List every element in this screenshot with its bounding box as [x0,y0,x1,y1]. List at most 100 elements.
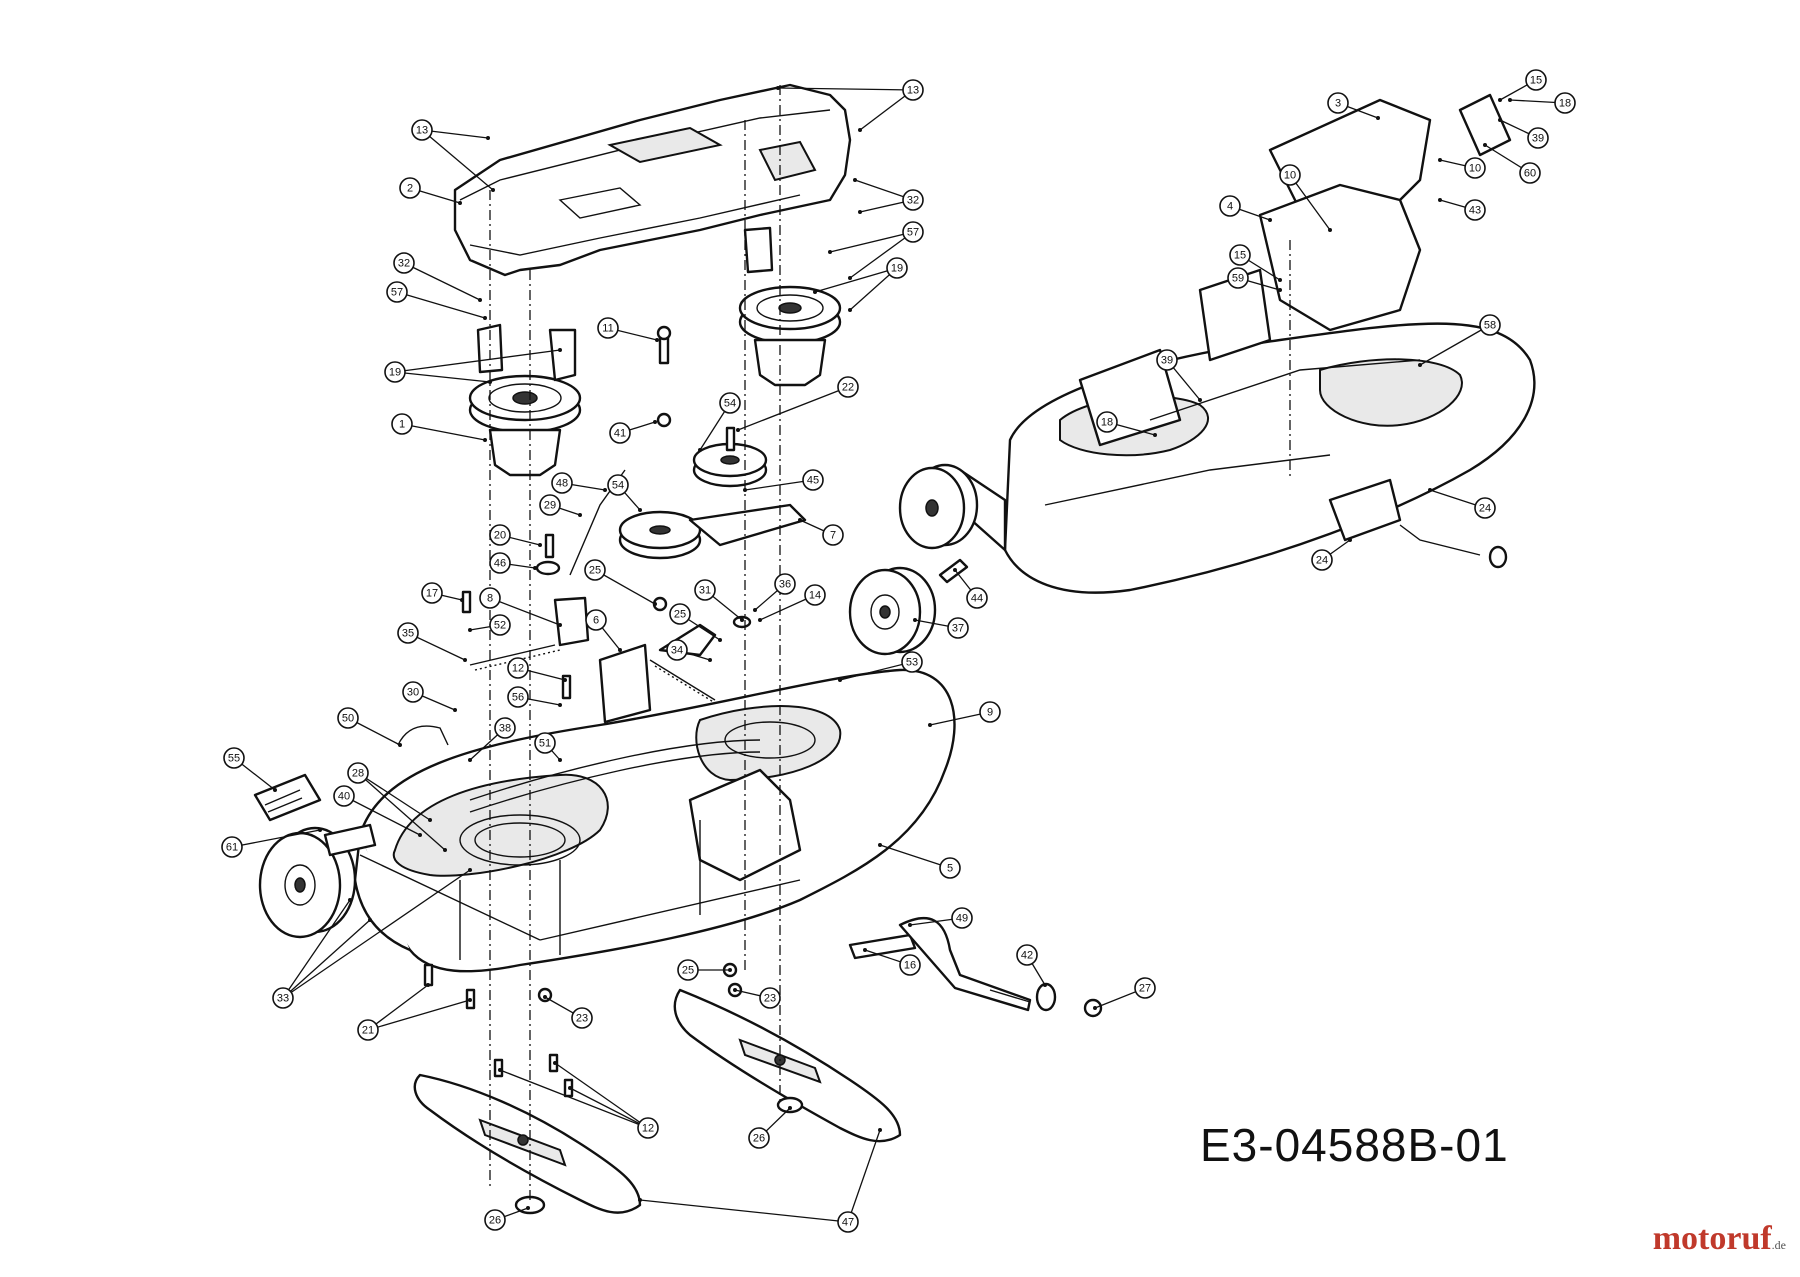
callout-number: 32 [907,195,919,207]
callout-circle [584,559,606,581]
callout-number: 37 [952,623,964,635]
callout-29-15: 29 [539,494,582,517]
watermark-logo: motoruf.de [1653,1220,1786,1258]
callout-arrow-tip [728,968,732,972]
callout-circle [484,1209,506,1231]
callout-number: 6 [593,615,599,627]
callout-number: 30 [407,687,419,699]
callout-arrow-tip [568,1086,572,1090]
callout-arrow-tip [618,648,622,652]
callout-arrow-tip [913,618,917,622]
callout-number: 39 [1161,355,1173,367]
callout-circle [1016,944,1038,966]
callout-circle [694,579,716,601]
callout-leader [839,661,913,681]
callout-arrow-tip [653,420,657,424]
callout-circle [337,707,359,729]
callout-circle [347,762,369,784]
callout-21-46: 21 [357,983,472,1041]
callout-number: 53 [906,657,918,669]
callout-arrow-tip [740,618,744,622]
callout-leader [499,1069,649,1129]
callout-7-18: 7 [798,518,844,546]
callout-circle [886,257,908,279]
callout-leader [489,597,561,626]
callout-circle [804,584,826,606]
callout-arrow-tip [458,201,462,205]
callout-leader [569,1087,649,1129]
callout-arrow-tip [1508,98,1512,102]
callout-27-57: 27 [1093,977,1156,1010]
callout-circle [669,603,691,625]
callout-leader [639,1199,849,1223]
callout-33-45: 33 [272,868,472,1009]
callout-arrow-tip [478,298,482,302]
brackets-and-springs [397,226,774,746]
callout-leader [396,291,486,319]
watermark-logo-text: motoruf [1652,1220,1772,1257]
callout-circle [1134,977,1156,999]
callout-circle [507,657,529,679]
callout-circle [1311,549,1333,571]
drawing-code: E3-04588B-01 [1200,1119,1509,1171]
callout-number: 24 [1479,503,1491,515]
callout-arrow-tip [1268,218,1272,222]
callout-arrow-tip [453,708,457,712]
callout-circle [571,1007,593,1029]
callout-arrow-tip [1198,398,1202,402]
callout-circle [609,422,631,444]
callout-circle [399,177,421,199]
callout-number: 45 [807,475,819,487]
callout-circle [1156,349,1178,371]
callout-circle [947,617,969,639]
callout-arrow-tip [743,488,747,492]
callout-circle [223,747,245,769]
idler-pulley-upper [692,442,768,488]
pulley-right [738,285,842,387]
callout-8-27: 8 [479,587,562,627]
callout-arrow-tip [488,380,492,384]
callout-number: 32 [398,258,410,270]
callout-32-3: 32 [393,252,482,302]
callout-arrow-tip [1438,198,1442,202]
callout-circle [748,1127,770,1149]
callout-arrow-tip [460,598,464,602]
callout-number: 12 [512,663,524,675]
callout-number: 19 [891,263,903,275]
callout-circle [951,907,973,929]
callout-leader [421,129,489,139]
callout-arrow-tip [853,178,857,182]
callout-circle [421,582,443,604]
callout-circle [979,701,1001,723]
callout-17-26: 17 [421,582,464,604]
callout-arrow-tip [418,833,422,837]
callout-25-21: 25 [584,559,657,606]
callout-number: 43 [1469,205,1481,217]
callout-26-51: 26 [748,1106,792,1149]
callout-arrow-tip [708,658,712,662]
callout-leader [847,1129,881,1223]
deck-cover [453,83,852,277]
watermark-tld: .de [1771,1238,1786,1252]
callout-circle [386,281,408,303]
callout-leader [357,772,446,851]
callout-leader [401,423,486,441]
callout-circle [402,681,424,703]
callout-leader [367,999,471,1031]
callout-arrow-tip [468,868,472,872]
callout-number: 35 [402,628,414,640]
callout-13-1: 13 [776,79,924,132]
callout-arrow-tip [1498,118,1502,122]
callout-circle [677,959,699,981]
callout-number: 56 [512,692,524,704]
callout-number: 14 [809,590,821,602]
callout-16-54: 16 [863,948,921,976]
callout-arrow-tip [698,448,702,452]
callout-circle [489,552,511,574]
callout-arrow-tip [526,1206,530,1210]
callout-number: 15 [1530,75,1542,87]
callout-37-59: 37 [913,617,969,639]
callout-number: 19 [389,367,401,379]
callout-12-50: 12 [498,1061,659,1139]
